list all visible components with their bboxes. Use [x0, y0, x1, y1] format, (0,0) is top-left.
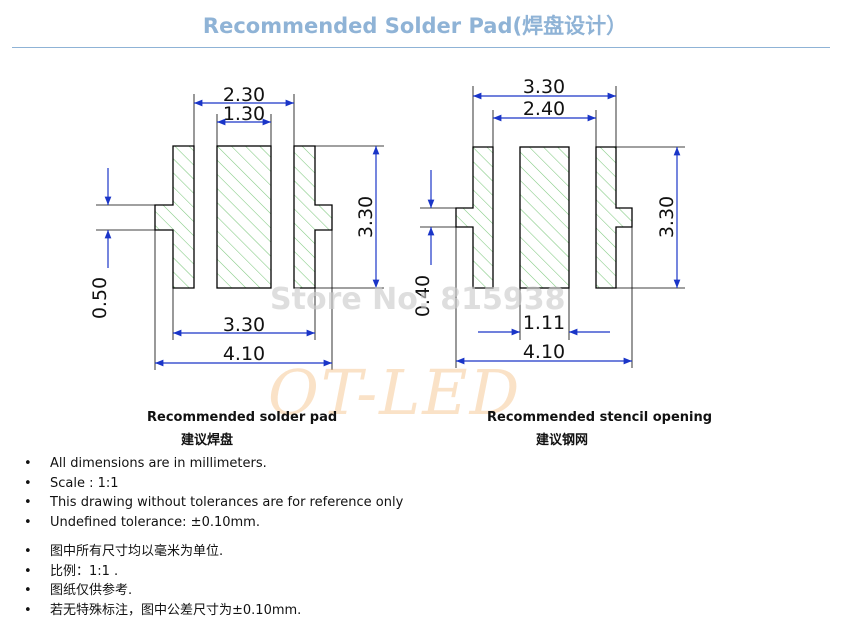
right-pad-center — [519, 146, 570, 289]
page-title: Recommended Solder Pad(焊盘设计） — [202, 14, 628, 38]
right-dim-top-outer: 3.30 — [523, 76, 565, 98]
right-dim-top-inner: 2.40 — [523, 98, 565, 120]
left-caption-en: Recommended solder pad — [147, 410, 338, 425]
note-item: Undefined tolerance: ±0.10mm. — [24, 513, 403, 533]
note-item: 比例：1:1 . — [24, 562, 301, 582]
note-item: 图中所有尺寸均以毫米为单位. — [24, 542, 301, 562]
note-item: Scale : 1:1 — [24, 474, 403, 494]
left-dim-bottom-outer: 4.10 — [223, 343, 265, 365]
left-dim-height: 3.30 — [355, 196, 377, 238]
left-diagram: 2.30 1.30 3.30 0.50 3.30 4.10 — [89, 84, 384, 370]
left-pad-center — [216, 145, 272, 289]
note-item: 图纸仅供参考. — [24, 581, 301, 601]
left-dim-gap: 0.50 — [89, 277, 111, 319]
left-caption-cn: 建议焊盘 — [181, 433, 234, 448]
left-pad-right — [293, 145, 333, 289]
right-dim-height: 3.30 — [656, 196, 678, 238]
notes-chinese: 图中所有尺寸均以毫米为单位. 比例：1:1 . 图纸仅供参考. 若无特殊标注，图… — [24, 542, 301, 620]
right-dim-gap: 0.40 — [412, 275, 434, 317]
left-pad-left — [154, 145, 195, 289]
right-caption-en: Recommended stencil opening — [487, 410, 713, 425]
title-divider — [12, 47, 830, 48]
right-caption-cn: 建议钢网 — [536, 433, 589, 448]
right-pad-left — [455, 146, 494, 289]
left-dim-top-outer: 2.30 — [223, 84, 265, 106]
right-diagram: 3.30 2.40 3.30 0.40 1.11 4.10 — [412, 76, 685, 368]
note-item: All dimensions are in millimeters. — [24, 454, 403, 474]
store-watermark: Store No: 815938 — [270, 282, 566, 317]
right-dim-bottom-inner: 1.11 — [523, 312, 565, 334]
right-pad-right — [595, 146, 633, 289]
note-item: 若无特殊标注，图中公差尺寸为±0.10mm. — [24, 601, 301, 621]
brand-watermark: OT-LED — [268, 356, 522, 429]
right-dim-bottom-outer: 4.10 — [523, 341, 565, 363]
left-dim-top-inner: 1.30 — [223, 103, 265, 125]
notes-english: All dimensions are in millimeters. Scale… — [24, 454, 403, 532]
left-dim-bottom-inner: 3.30 — [223, 314, 265, 336]
note-item: This drawing without tolerances are for … — [24, 493, 403, 513]
